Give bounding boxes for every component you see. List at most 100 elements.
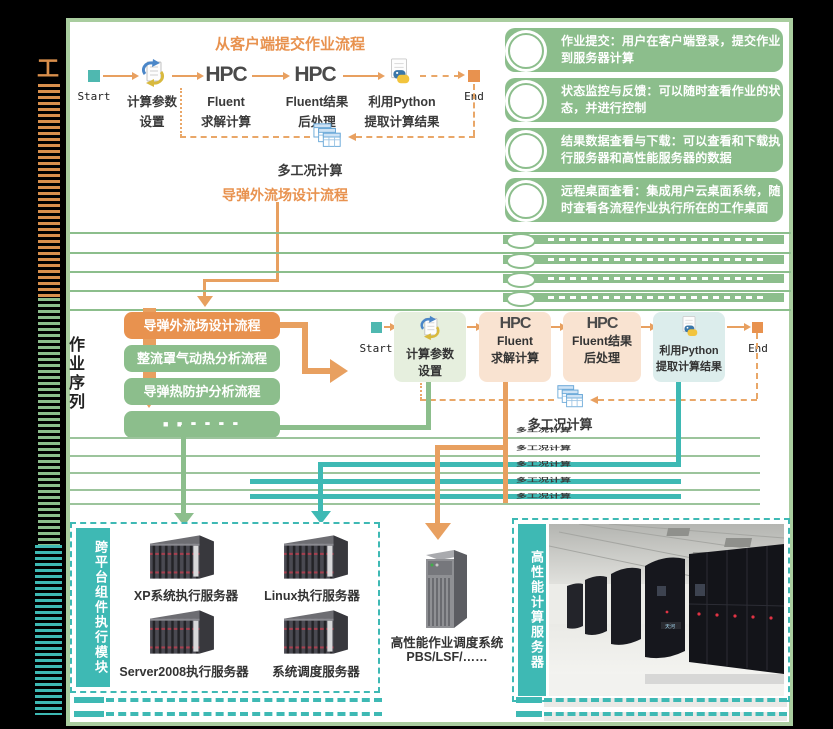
drop-orange-v2: [435, 445, 440, 525]
document-sync-icon: [138, 58, 168, 88]
title-connector-v: [276, 202, 279, 282]
flow1-hpc1-text: HPC: [205, 63, 247, 86]
flow2-arrow-4: [641, 323, 657, 331]
multicase-tables-icon: [312, 122, 344, 152]
title-connector-h: [204, 279, 279, 282]
flow2-start-label: Start: [359, 342, 393, 355]
jobbox-branch-v: [302, 322, 308, 374]
ghost-circle: [506, 291, 536, 307]
ghost-text: [548, 296, 763, 299]
drop-teal-arrowhead: [311, 511, 331, 524]
server-label-xp: XP系统执行服务器: [133, 589, 239, 603]
drop-teal-v2: [318, 462, 323, 512]
flow2-arrow-1: [384, 323, 397, 331]
job-box-missile-flow: 导弹外流场设计流程: [124, 312, 280, 339]
ghost-info-row: [503, 253, 784, 269]
section-title: 导弹外流场设计流程: [222, 187, 348, 203]
flow1-step1-label: 计算参数设置: [126, 95, 177, 129]
flow2-arrow-3: [551, 323, 567, 331]
sidebar-segment-green: [38, 298, 60, 545]
jobbox-branch-arrowhead: [330, 359, 348, 383]
ghost-row-line: [70, 290, 791, 292]
title-connector-v2: [203, 279, 206, 296]
ghost-row-line: [70, 271, 791, 273]
flow2-end-label: End: [748, 342, 768, 355]
server-label-scheduler: 系统调度服务器: [272, 665, 360, 679]
flow1-arrow-3: [252, 72, 290, 80]
flow2-step2-box: HPC Fluent 求解计算: [479, 312, 551, 382]
artifact-line: [70, 489, 760, 491]
supercomputer-photo: 天河: [548, 523, 785, 696]
flow1-arrow-2: [172, 72, 204, 80]
scheduler-label-line2: PBS/LSF/……: [406, 650, 488, 664]
ghost-info-row: [503, 233, 784, 249]
flow1-hpc2-text: HPC: [294, 63, 336, 86]
flow1-arrow-5-head: [458, 71, 465, 79]
flow1-loop-label: 多工况计算: [277, 163, 343, 178]
info-circle-icon: [508, 33, 544, 69]
flow1-loop-bottom-right: [356, 136, 475, 138]
ghost-text: [548, 277, 763, 280]
ghost-box-start: [74, 711, 104, 717]
ghost-circle: [506, 253, 536, 269]
execution-module-label: 跨平台组件执行模块: [76, 528, 110, 687]
multicase-tables-icon: [556, 384, 586, 412]
flow2-start-node: [371, 322, 382, 333]
ghost-box-start: [74, 697, 104, 703]
server-rack-image: [282, 533, 350, 581]
sidebar-segment-teal: [35, 545, 62, 715]
drop-green-v2: [181, 425, 186, 515]
artifact-line: [70, 503, 760, 505]
flow2-arrow-2: [467, 323, 483, 331]
title-connector-arrowhead: [197, 296, 213, 307]
flow1-title: 从客户端提交作业流程: [214, 36, 365, 53]
job-box-thermal: 导弹热防护分析流程: [124, 378, 280, 405]
info-item-result-download: 结果数据查看与下载：可以查看和下载执行服务器和高性能服务器的数据: [505, 128, 783, 172]
drop-teal-h1: [318, 462, 681, 467]
drop-teal-h3: [250, 494, 681, 499]
tower-server-image: [420, 548, 474, 632]
sidebar-segment-top-char: 工: [36, 56, 59, 81]
server-rack-image: [148, 533, 216, 581]
python-icon: [385, 57, 413, 89]
ghost-loop-label: 多工况计算: [516, 445, 571, 452]
server-label-server2008: Server2008执行服务器: [119, 665, 249, 679]
artifact-line: [70, 437, 760, 439]
svg-text:天河: 天河: [665, 623, 675, 630]
server-label-linux: Linux执行服务器: [264, 589, 360, 603]
flow2-loop-arrowhead: [590, 396, 598, 404]
ghost-loop-label: 多工况计算: [516, 477, 571, 484]
flow1-start-label: Start: [77, 90, 111, 103]
flow2-end-node: [752, 322, 763, 333]
drop-orange-v-artifact: [503, 448, 508, 503]
info-circle-icon: [508, 183, 544, 219]
flow2-step4-box: 利用Python 提取计算结果: [653, 312, 725, 382]
ghost-row-line: [70, 252, 791, 254]
ghost-text: [548, 238, 763, 241]
flow1-loop-right: [473, 84, 475, 136]
info-item-status-monitor: 状态监控与反馈：可以随时查看作业的状态，并进行控制: [505, 78, 783, 122]
info-item-job-submit: 作业提交：用户在客户端登录，提交作业到服务器计算: [505, 28, 783, 72]
ghost-info-row: [503, 272, 784, 288]
flow1-start-node: [88, 70, 100, 82]
hpc-module-label: 高性能计算服务器: [518, 524, 546, 696]
jobbox-branch-h2: [302, 368, 330, 374]
ghost-loop-label: 多工况计算: [516, 427, 571, 434]
ghost-box-dash: [544, 712, 787, 721]
ghost-box-dash: [106, 712, 382, 716]
flow1-arrow-1: [103, 72, 139, 80]
ghost-circle: [506, 233, 536, 249]
server-rack-image: [282, 608, 350, 656]
ghost-info-row: [503, 291, 784, 307]
scheduler-label-line1: 高性能作业调度系统: [390, 636, 504, 650]
info-item-remote-desktop: 远程桌面查看：集成用户云桌面系统，随时查看各流程作业执行所在的工作桌面: [505, 178, 783, 222]
drop-orange-h: [435, 445, 508, 450]
artifact-line: [70, 455, 760, 457]
ghost-row-line: [70, 232, 791, 234]
server-rack-image: [148, 608, 216, 656]
job-box-fairing: 整流罩气动热分析流程: [124, 345, 280, 372]
flow2-step1-box: 计算参数 设置: [394, 312, 466, 382]
